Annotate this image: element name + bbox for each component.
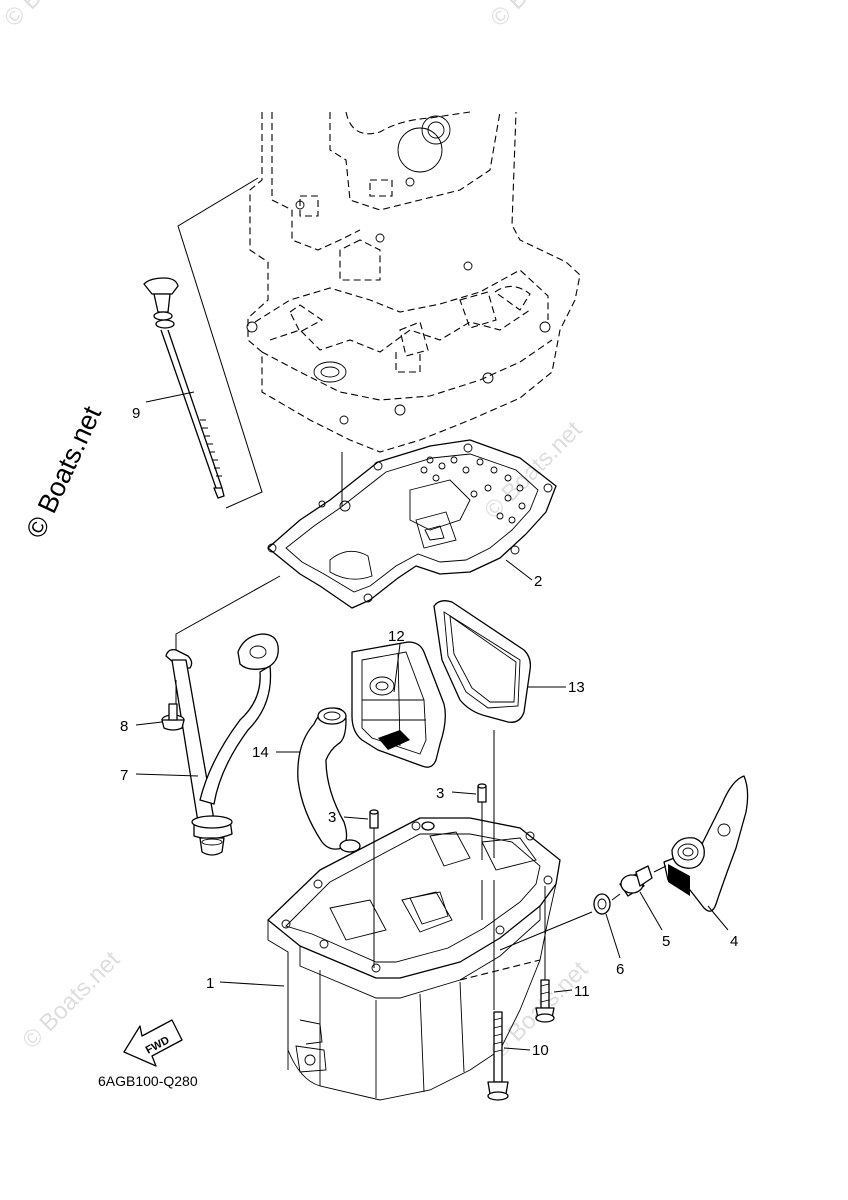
callout-7-leader	[135, 773, 199, 777]
part-6-washer	[593, 893, 611, 915]
callout-3a-leader	[451, 791, 477, 795]
callout-8-leader	[135, 721, 163, 726]
callout-11-leader	[553, 989, 573, 993]
part-14-hose	[297, 707, 361, 853]
callout-4: 4	[730, 933, 738, 950]
part-7-dipstick-guide	[165, 633, 279, 856]
part-12-baffle-plate	[351, 641, 446, 768]
part-1-oil-pan	[267, 817, 561, 1101]
callout-3b-leader	[343, 816, 369, 820]
callout-3-upper: 3	[436, 785, 444, 802]
part-8-bolt	[161, 680, 185, 731]
callout-6: 6	[616, 961, 624, 978]
callout-5: 5	[662, 933, 670, 950]
callout-8: 8	[120, 718, 128, 735]
callout-6-leader	[605, 913, 621, 959]
part-2-gasket	[267, 439, 557, 609]
part-3-dowel-pins	[369, 783, 487, 829]
callout-11: 11	[574, 983, 590, 1000]
fwd-arrow-icon: FWD	[123, 1019, 183, 1067]
part-9-oil-level-gauge	[143, 277, 225, 499]
callout-12-leader	[393, 643, 401, 693]
watermark-top-right: © Boats.net	[485, 0, 593, 32]
watermark-main: © Boats.net	[20, 401, 107, 542]
part-4-bracket	[663, 775, 749, 912]
callout-9-leader	[145, 391, 195, 403]
callout-13: 13	[568, 679, 585, 696]
callout-7: 7	[120, 767, 128, 784]
assembly-leaders-lower	[373, 730, 667, 1010]
part-11-bolt	[535, 979, 555, 1023]
watermark-top-left: © Boats.net	[0, 0, 107, 32]
callout-1-leader	[219, 981, 285, 987]
callout-14: 14	[252, 744, 269, 761]
callout-12: 12	[388, 628, 405, 645]
part-10-bolt	[487, 1011, 509, 1101]
callout-10: 10	[532, 1042, 549, 1059]
part-callouts: 9 2 12 13 14 8 7 3 3 1 11 10 6 5 4	[120, 391, 738, 1059]
watermark-bottom-left: © Boats.net	[17, 946, 125, 1054]
callout-3-lower: 3	[328, 809, 336, 826]
part-5-drain-plug	[619, 865, 653, 897]
callout-10-leader	[503, 1047, 531, 1051]
callout-9: 9	[132, 405, 140, 422]
callout-2: 2	[534, 573, 542, 590]
callout-5-leader	[639, 891, 663, 931]
callout-4-leader	[707, 905, 729, 931]
diagram-code: 6AGB100-Q280	[98, 1073, 198, 1089]
callout-2-leader	[505, 559, 533, 581]
gasket-bolt-holes	[420, 456, 526, 524]
part-13-strainer-screen	[433, 600, 532, 723]
watermark-middle-right: © Boats.net	[479, 416, 587, 524]
engine-block-outline	[246, 111, 581, 453]
callout-1: 1	[206, 975, 214, 992]
